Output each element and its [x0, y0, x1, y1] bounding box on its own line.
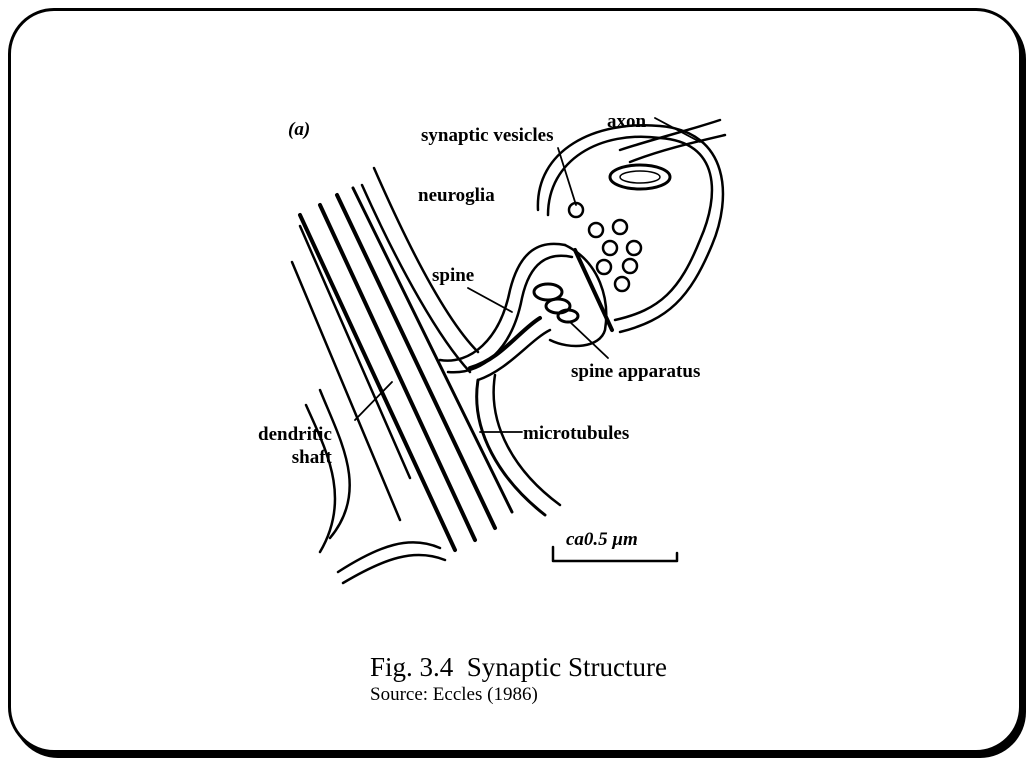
mitochondrion	[610, 165, 670, 189]
vesicle	[613, 220, 627, 234]
label-dendritic-shaft: dendritic shaft	[258, 424, 332, 470]
vesicle	[603, 241, 617, 255]
leader-synaptic-vesicles	[558, 148, 576, 205]
label-synaptic-vesicles: synaptic vesicles	[421, 126, 553, 145]
leader-spine	[468, 288, 512, 312]
dendrite-right-wall	[477, 380, 545, 515]
mitochondrion-inner	[620, 171, 660, 183]
figure-caption: Fig. 3.4 Synaptic Structure	[370, 652, 667, 683]
figure-caption-block: Fig. 3.4 Synaptic Structure Source: Eccl…	[370, 652, 667, 708]
label-microtubules: microtubules	[523, 424, 629, 443]
vesicle	[597, 260, 611, 274]
leader-spine-apparatus	[570, 322, 608, 358]
axon-fiber-2	[630, 135, 725, 162]
synaptic-cleft	[575, 250, 612, 330]
dendrite-lower-branch	[338, 542, 440, 572]
vesicle	[623, 259, 637, 273]
vesicle	[627, 241, 641, 255]
label-axon: axon	[607, 112, 646, 131]
spine-apparatus-cistern	[558, 310, 578, 322]
label-neuroglia: neuroglia	[418, 186, 495, 205]
vesicle	[615, 277, 629, 291]
panel-label: (a)	[288, 120, 310, 139]
label-scale-bar: ca0.5 μm	[566, 530, 638, 549]
microtubule-3	[337, 195, 495, 528]
label-spine-apparatus: spine apparatus	[571, 362, 700, 381]
vesicle	[589, 223, 603, 237]
figure-source: Source: Eccles (1986)	[370, 683, 667, 708]
label-spine: spine	[432, 266, 474, 285]
